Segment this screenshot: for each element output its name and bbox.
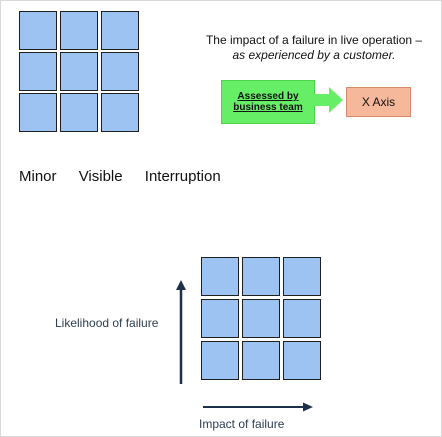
grid-cell: [283, 341, 321, 380]
arrow-right-icon: [313, 87, 343, 113]
impact-level-interruption: Interruption: [144, 168, 221, 185]
assessed-by-box: Assessed by business team: [221, 80, 315, 124]
grid-cell: [19, 11, 57, 50]
assessed-by-label: Assessed by business team: [233, 91, 303, 113]
impact-level-visible: Visible: [78, 168, 123, 185]
grid-cell: [60, 93, 98, 132]
grid-cell: [201, 341, 239, 380]
grid-cell: [101, 93, 139, 132]
grid-cell: [19, 93, 57, 132]
grid-cell: [60, 52, 98, 91]
grid-cell: [242, 257, 280, 296]
top-grid: [19, 11, 139, 132]
grid-cell: [201, 257, 239, 296]
grid-cell: [283, 299, 321, 338]
grid-cell: [19, 52, 57, 91]
y-axis-arrow-icon: [176, 280, 186, 384]
grid-cell: [201, 299, 239, 338]
grid-cell: [283, 257, 321, 296]
grid-cell: [101, 11, 139, 50]
x-axis-box-label: X Axis: [361, 95, 396, 109]
x-axis-arrow-icon: [203, 402, 313, 412]
bottom-grid: [201, 257, 321, 380]
y-axis-label: Likelihood of failure: [55, 316, 159, 330]
x-axis-label: Impact of failure: [199, 417, 285, 431]
grid-cell: [242, 341, 280, 380]
description-line-1: The impact of a failure in live operatio…: [205, 33, 423, 47]
impact-levels: Minor Visible Interruption: [19, 168, 221, 185]
description-line-2: as experienced by a customer.: [232, 48, 396, 62]
grid-cell: [101, 52, 139, 91]
impact-level-minor: Minor: [19, 168, 57, 185]
grid-cell: [242, 299, 280, 338]
x-axis-box: X Axis: [346, 87, 411, 117]
grid-cell: [60, 11, 98, 50]
